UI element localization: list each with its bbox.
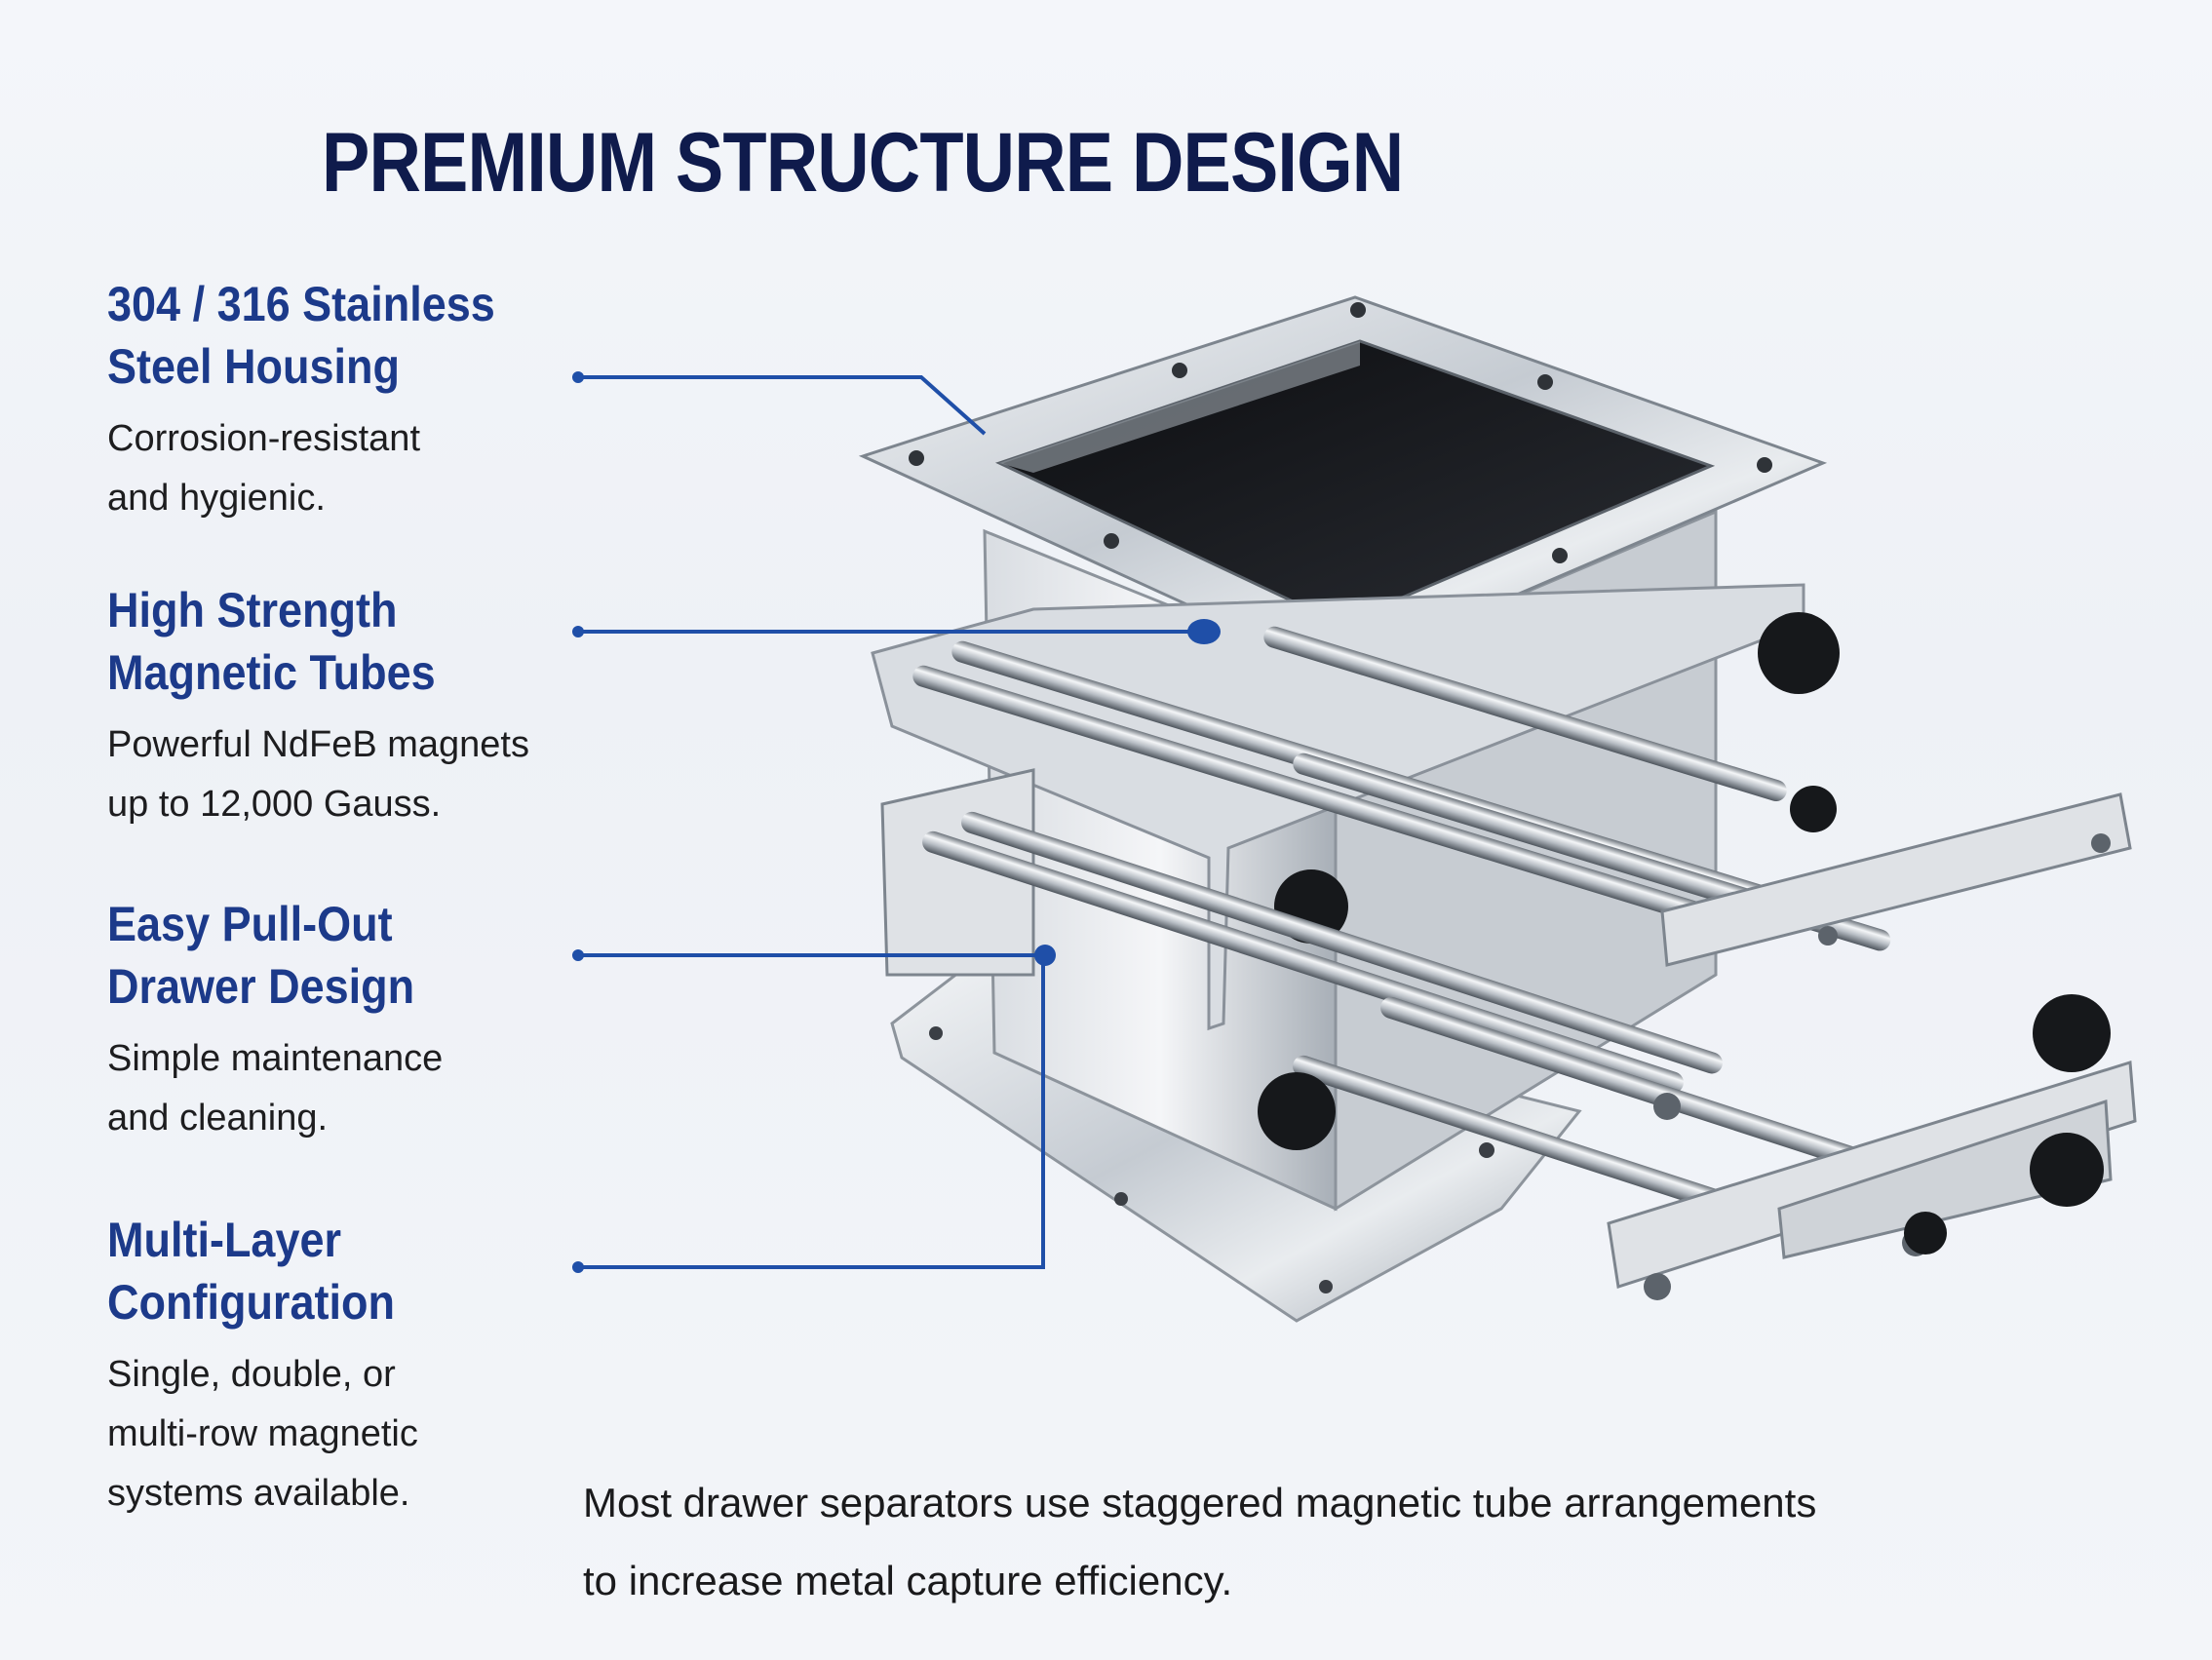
callout-dots — [572, 371, 1221, 1273]
feature-multi-layer: Multi-Layer Configuration Single, double… — [107, 1209, 614, 1524]
feature-description: Simple maintenance and cleaning. — [107, 1038, 444, 1139]
callout-lines — [578, 375, 1199, 1269]
feature-heading: High Strength Magnetic Tubes — [107, 583, 436, 700]
feature-description: Powerful NdFeB magnets up to 12,000 Gaus… — [107, 724, 529, 825]
lower-knob — [1258, 994, 2111, 1255]
upper-right-frame — [1660, 792, 2132, 967]
feature-magnetic-tubes: High Strength Magnetic Tubes Powerful Nd… — [107, 579, 614, 834]
feature-drawer-design: Easy Pull-Out Drawer Design Simple maint… — [107, 893, 614, 1148]
feature-heading: 304 / 316 Stainless Steel Housing — [107, 277, 495, 394]
feature-description: Corrosion-resistant and hygienic. — [107, 418, 420, 519]
page-title: PREMIUM STRUCTURE DESIGN — [322, 116, 1404, 210]
feature-description: Single, double, or multi-row magnetic sy… — [107, 1354, 418, 1514]
feature-heading: Multi-Layer Configuration — [107, 1213, 395, 1330]
callout-line-housing — [578, 375, 987, 436]
lower-right-frame — [1607, 1061, 2137, 1289]
feature-heading: Easy Pull-Out Drawer Design — [107, 897, 415, 1014]
feature-housing: 304 / 316 Stainless Steel Housing Corros… — [107, 273, 614, 528]
footnote-text: Most drawer separators use staggered mag… — [583, 1480, 1817, 1603]
callout-line-multilayer — [578, 955, 1045, 1269]
